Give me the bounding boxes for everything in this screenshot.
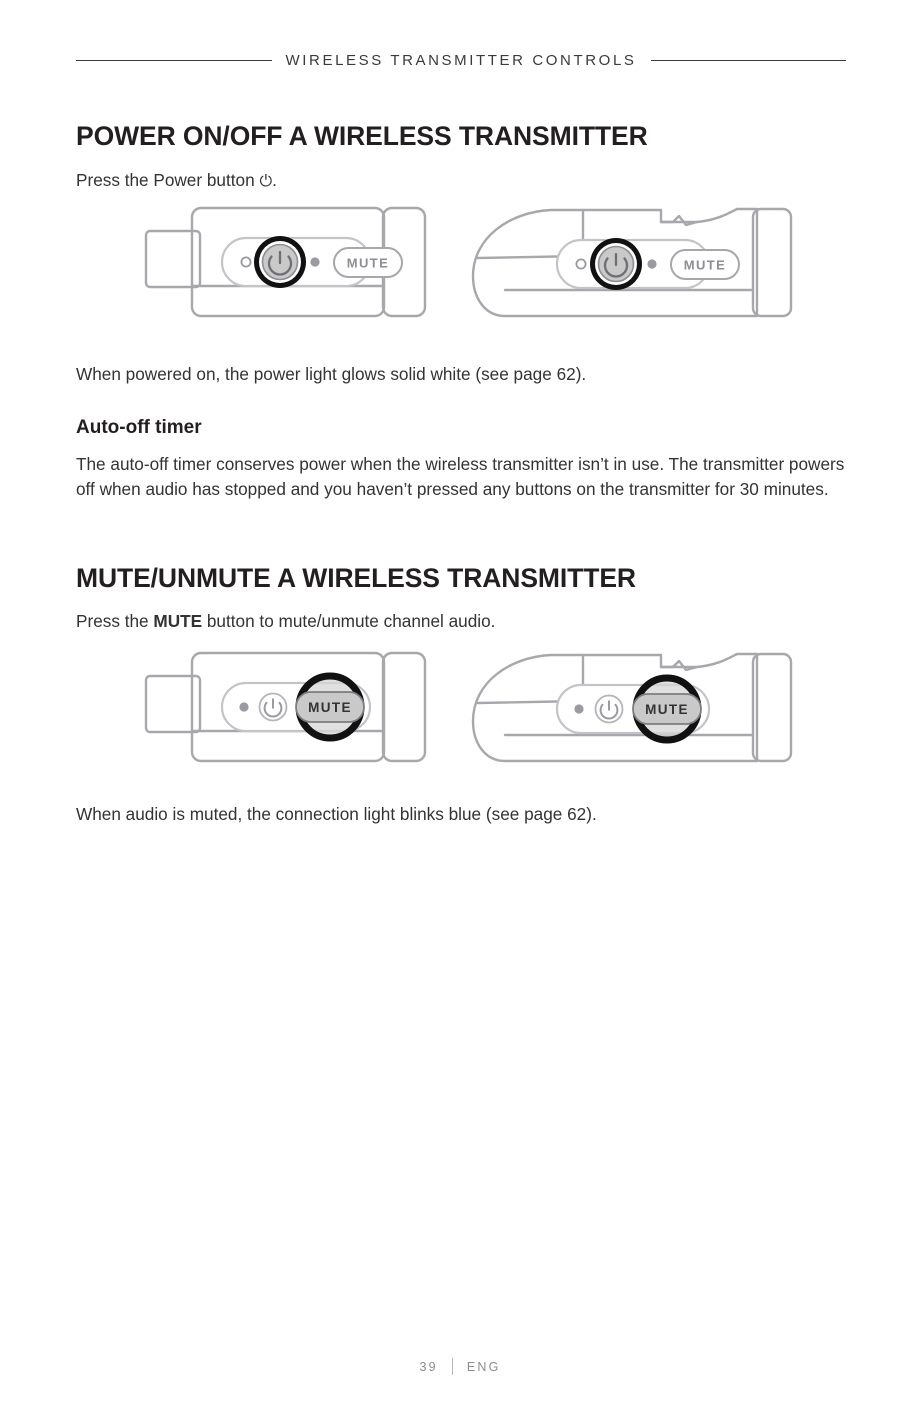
power-button[interactable] [590, 238, 642, 290]
mute-button-label: MUTE [347, 256, 389, 271]
mute-button[interactable]: MUTE [295, 672, 365, 742]
mute-caption-text: When audio is muted, the connection ligh… [76, 804, 597, 824]
header-rule-left [76, 60, 272, 61]
power-button-edge [261, 243, 299, 281]
power-led-indicator [575, 258, 587, 270]
mute-intro-after: button to mute/unmute channel audio. [202, 611, 496, 631]
power-glyph-icon [599, 700, 619, 720]
usb-connector-shape [144, 674, 202, 734]
subheading-auto-off-timer: Auto-off timer [76, 417, 202, 438]
section-heading-power: POWER ON/OFF A WIRELESS TRANSMITTER [76, 121, 648, 151]
power-button[interactable] [258, 692, 288, 722]
power-button-shape [594, 694, 624, 724]
contoured-transmitter-mute-diagram: MUTE [471, 652, 793, 763]
power-button-edge [597, 245, 635, 283]
mute-button[interactable]: MUTE [670, 249, 740, 280]
power-button[interactable] [254, 236, 306, 288]
power-button[interactable] [594, 694, 624, 724]
mute-button[interactable]: MUTE [333, 247, 403, 278]
power-glyph-icon [263, 698, 283, 718]
power-symbol-icon: ⏻ [259, 173, 273, 190]
section-heading-mute: MUTE/UNMUTE A WIRELESS TRANSMITTER [76, 563, 636, 593]
mute-intro-bold: MUTE [153, 611, 203, 631]
mute-button-shape [670, 249, 740, 280]
mute-button-label: MUTE [308, 700, 352, 715]
power-button-shape [258, 692, 288, 722]
footer-divider [451, 1358, 453, 1375]
transmitter-end-cap [751, 207, 793, 318]
contoured-transmitter-power-diagram: MUTE [471, 207, 793, 318]
transmitter-end-cap [381, 651, 427, 763]
mute-intro-before: Press the [76, 611, 154, 631]
power-led-indicator [240, 256, 252, 268]
header-rule-right [650, 60, 846, 61]
power-intro-after: . [272, 170, 277, 190]
connection-led-indicator [647, 259, 657, 269]
mute-button-shape [333, 247, 403, 278]
contoured-body-shape [471, 207, 759, 318]
running-header: WIRELESS TRANSMITTER CONTROLS [76, 52, 846, 69]
power-glyph-icon [267, 250, 293, 276]
connection-led-indicator [310, 257, 320, 267]
mute-button-label: MUTE [645, 702, 689, 717]
control-panel-power: MUTE [555, 238, 740, 290]
figure-mute-contoured-transmitter: MUTE [465, 643, 795, 778]
power-led-indicator [574, 704, 584, 714]
footer-language: ENG [466, 1359, 501, 1374]
control-panel-power: MUTE [220, 236, 403, 288]
figure-mute-usb-transmitter: MUTE [140, 643, 450, 778]
usb-connector-shape [144, 229, 202, 289]
footer-page-number: 39 [419, 1359, 438, 1374]
mute-button-label: MUTE [684, 258, 726, 273]
control-panel-mute: MUTE [220, 672, 372, 742]
running-header-title: WIRELESS TRANSMITTER CONTROLS [285, 52, 637, 69]
transmitter-end-cap [751, 652, 793, 763]
usb-transmitter-mute-diagram: MUTE [144, 651, 427, 763]
figure-power-contoured-transmitter: MUTE [465, 198, 795, 333]
mute-button-shape [632, 693, 702, 725]
power-glyph-icon [603, 252, 629, 278]
mute-button[interactable]: MUTE [632, 674, 702, 744]
power-intro-text: Press the Power button ⏻. [76, 168, 277, 194]
control-panel-mute: MUTE [555, 674, 711, 744]
power-led-indicator [239, 702, 249, 712]
power-intro-before: Press the Power button [76, 170, 260, 190]
mute-button-shape [295, 691, 365, 723]
page-footer: 39 ENG [0, 1358, 920, 1375]
mute-intro-text: Press the MUTE button to mute/unmute cha… [76, 609, 495, 634]
power-caption-text: When powered on, the power light glows s… [76, 364, 587, 384]
usb-transmitter-power-diagram: MUTE [144, 206, 427, 318]
auto-off-timer-paragraph: The auto-off timer conserves power when … [76, 454, 845, 499]
figure-power-usb-transmitter: MUTE [140, 198, 450, 333]
contoured-body-shape [471, 652, 759, 763]
